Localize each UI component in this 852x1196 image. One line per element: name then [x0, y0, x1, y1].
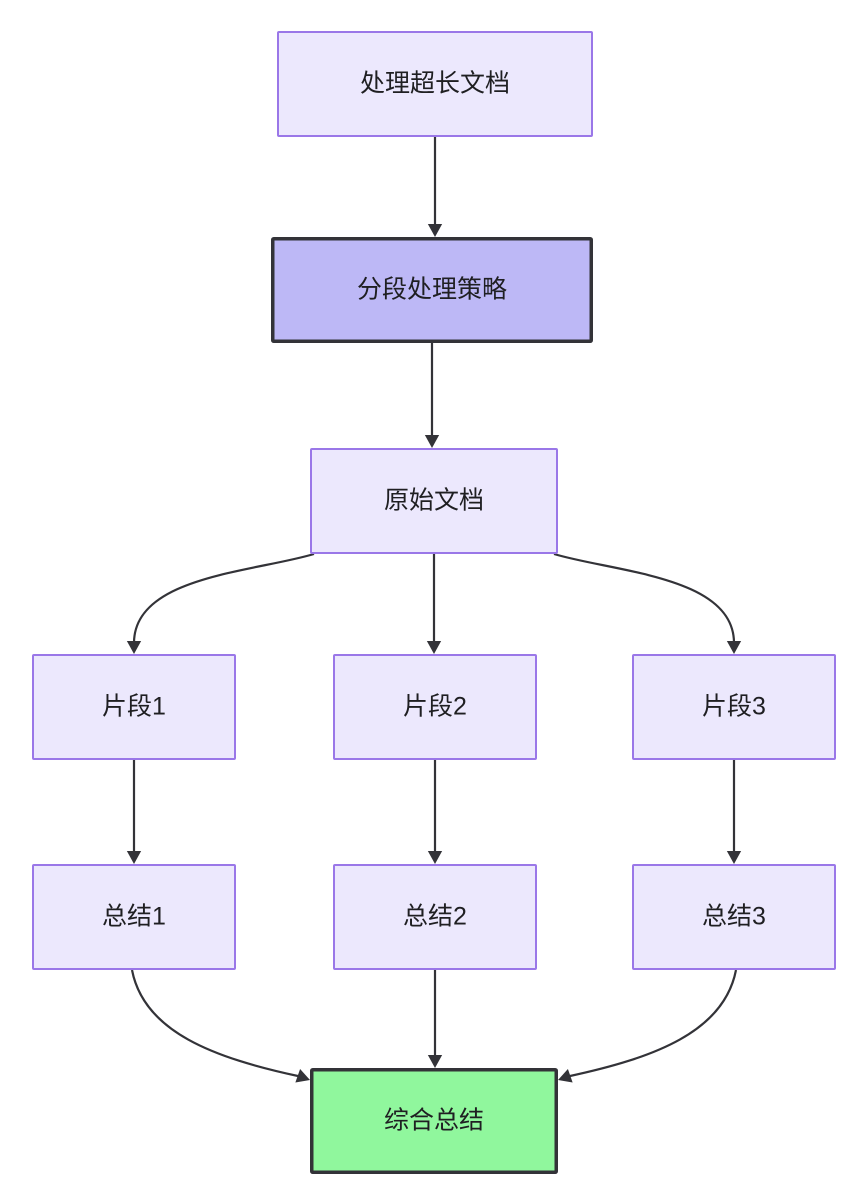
- edge-path: [130, 969, 300, 1078]
- edge-seg2-to-sum2: [427, 760, 443, 864]
- node-seg2[interactable]: 片段2: [333, 654, 537, 760]
- edge-raw-to-seg2: [426, 554, 442, 654]
- node-raw[interactable]: 原始文档: [310, 448, 558, 554]
- edge-sum3-to-final: [558, 969, 738, 1083]
- node-final[interactable]: 综合总结: [310, 1068, 558, 1174]
- edge-arrowhead: [558, 1068, 573, 1083]
- node-label-sum3: 总结3: [702, 903, 766, 931]
- node-sum3[interactable]: 总结3: [632, 864, 836, 970]
- edge-seg1-to-sum1: [126, 760, 142, 864]
- edge-arrowhead: [426, 641, 442, 654]
- node-label-final: 综合总结: [384, 1107, 484, 1135]
- edge-doc-to-strat: [427, 137, 443, 237]
- node-label-sum1: 总结1: [102, 903, 166, 931]
- edge-layer: [126, 137, 742, 1083]
- edge-arrowhead: [295, 1068, 310, 1083]
- edge-arrowhead: [427, 1055, 443, 1068]
- node-box-sum2[interactable]: [333, 864, 537, 970]
- node-sum1[interactable]: 总结1: [32, 864, 236, 970]
- node-box-seg1[interactable]: [32, 654, 236, 760]
- edge-strat-to-raw: [424, 343, 440, 448]
- edge-sum2-to-final: [427, 970, 443, 1068]
- edge-raw-to-seg3: [553, 552, 742, 654]
- node-box-doc[interactable]: [277, 31, 593, 137]
- edge-path: [553, 552, 736, 644]
- edge-arrowhead: [427, 851, 443, 864]
- edge-arrowhead: [726, 851, 742, 864]
- edge-arrowhead: [126, 851, 142, 864]
- edge-seg3-to-sum3: [726, 760, 742, 864]
- node-seg1[interactable]: 片段1: [32, 654, 236, 760]
- node-box-strat[interactable]: [271, 237, 593, 343]
- node-label-seg2: 片段2: [403, 693, 467, 721]
- node-doc[interactable]: 处理超长文档: [277, 31, 593, 137]
- node-box-sum3[interactable]: [632, 864, 836, 970]
- node-label-seg1: 片段1: [102, 693, 166, 721]
- edge-arrowhead: [424, 435, 440, 448]
- node-box-seg3[interactable]: [632, 654, 836, 760]
- node-strat[interactable]: 分段处理策略: [271, 237, 593, 343]
- node-box-final[interactable]: [310, 1068, 558, 1174]
- edge-arrowhead: [126, 641, 142, 654]
- node-seg3[interactable]: 片段3: [632, 654, 836, 760]
- node-label-raw: 原始文档: [384, 487, 484, 515]
- edge-path: [132, 552, 315, 644]
- node-label-strat: 分段处理策略: [357, 276, 507, 304]
- edge-arrowhead: [427, 224, 443, 237]
- node-label-seg3: 片段3: [702, 693, 766, 721]
- node-label-doc: 处理超长文档: [360, 70, 510, 98]
- node-box-raw[interactable]: [310, 448, 558, 554]
- edge-arrowhead: [726, 641, 742, 654]
- edge-path: [568, 969, 738, 1078]
- edge-sum1-to-final: [130, 969, 310, 1083]
- node-box-sum1[interactable]: [32, 864, 236, 970]
- node-label-sum2: 总结2: [403, 903, 467, 931]
- node-sum2[interactable]: 总结2: [333, 864, 537, 970]
- edge-raw-to-seg1: [126, 552, 315, 654]
- node-box-seg2[interactable]: [333, 654, 537, 760]
